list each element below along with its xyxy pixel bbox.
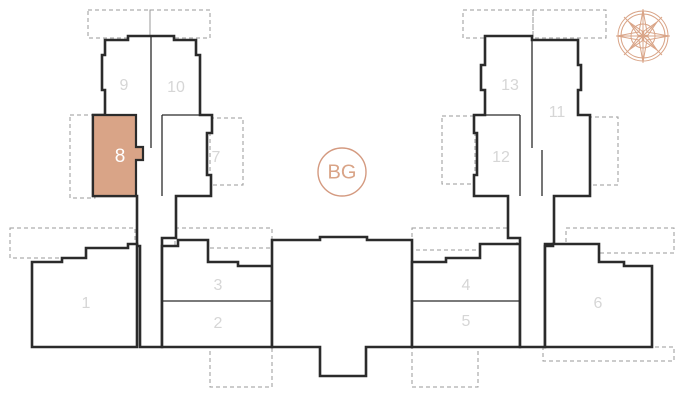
interior-walls: [150, 36, 543, 302]
unit-8[interactable]: 8: [94, 116, 135, 195]
unit-12-label: 12: [492, 149, 510, 166]
unit-11-label: 11: [549, 104, 566, 121]
unit-2-label: 2: [214, 315, 223, 332]
floor-code: BG: [328, 161, 357, 183]
unit-1-label: 1: [82, 295, 91, 312]
unit-3[interactable]: 3: [163, 247, 271, 300]
floor-badge: BG: [317, 147, 367, 197]
unit-11[interactable]: 11: [533, 40, 577, 148]
unit-1[interactable]: 1: [33, 262, 136, 346]
unit-8-label: 8: [115, 146, 126, 167]
building-walls: [30, 34, 654, 378]
unit-10[interactable]: 10: [152, 40, 198, 115]
unit-13-label: 13: [501, 77, 519, 94]
unit-13[interactable]: 13: [486, 40, 531, 115]
compass-rose-icon: [616, 9, 670, 63]
unit-7-label: 7: [212, 149, 221, 166]
unit-4-label: 4: [462, 277, 471, 294]
unit-labels: 9 10 8 7 1 3 2 13: [33, 40, 651, 346]
unit-3-label: 3: [214, 277, 223, 294]
unit-7[interactable]: 7: [163, 116, 221, 195]
unit-5[interactable]: 5: [413, 302, 519, 346]
unit-6-label: 6: [594, 295, 603, 312]
unit-8-highlight: [91, 113, 145, 198]
unit-9[interactable]: 9: [106, 40, 150, 115]
unit-10-label: 10: [167, 79, 185, 96]
unit-12[interactable]: 12: [475, 116, 519, 195]
unit-6[interactable]: 6: [546, 262, 651, 346]
unit-2[interactable]: 2: [163, 302, 271, 346]
unit-9-label: 9: [120, 77, 129, 94]
unit-4[interactable]: 4: [413, 263, 519, 300]
unit-5-label: 5: [462, 313, 471, 330]
